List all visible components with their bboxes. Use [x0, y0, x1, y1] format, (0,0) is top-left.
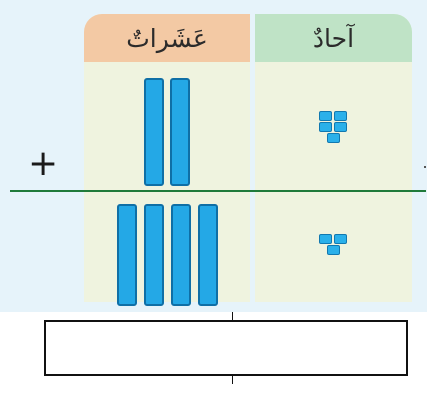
sum-divider-line: [10, 190, 426, 192]
divider-tick: [424, 166, 426, 168]
ones-cube-top: [334, 111, 347, 121]
ones-cube-top: [334, 122, 347, 132]
tens-column: عَشَراتٌ: [84, 14, 250, 302]
ones-column-header: آحادٌ: [255, 14, 412, 62]
tens-rod-bottom: [143, 204, 164, 306]
ones-cube-bottom: [327, 245, 340, 255]
plus-operator: +: [28, 143, 59, 184]
answer-box-bottom-mark: [232, 374, 233, 384]
tens-rod-bottom: [116, 204, 137, 306]
ones-cube-bottom: [319, 234, 332, 244]
tens-column-header: عَشَراتٌ: [84, 14, 250, 62]
ones-cube-bottom: [334, 234, 347, 244]
place-value-chart: عَشَراتٌ آحادٌ +: [0, 0, 427, 312]
answer-box[interactable]: [44, 320, 408, 376]
ones-cube-top: [319, 111, 332, 121]
tens-rod-bottom: [197, 204, 218, 306]
answer-box-top-mark: [232, 312, 233, 320]
ones-column: آحادٌ: [255, 14, 412, 302]
tens-rod-top: [144, 78, 164, 186]
tens-rod-bottom: [170, 204, 191, 306]
ones-cube-top: [327, 133, 340, 143]
tens-rod-top: [170, 78, 190, 186]
ones-cube-top: [319, 122, 332, 132]
